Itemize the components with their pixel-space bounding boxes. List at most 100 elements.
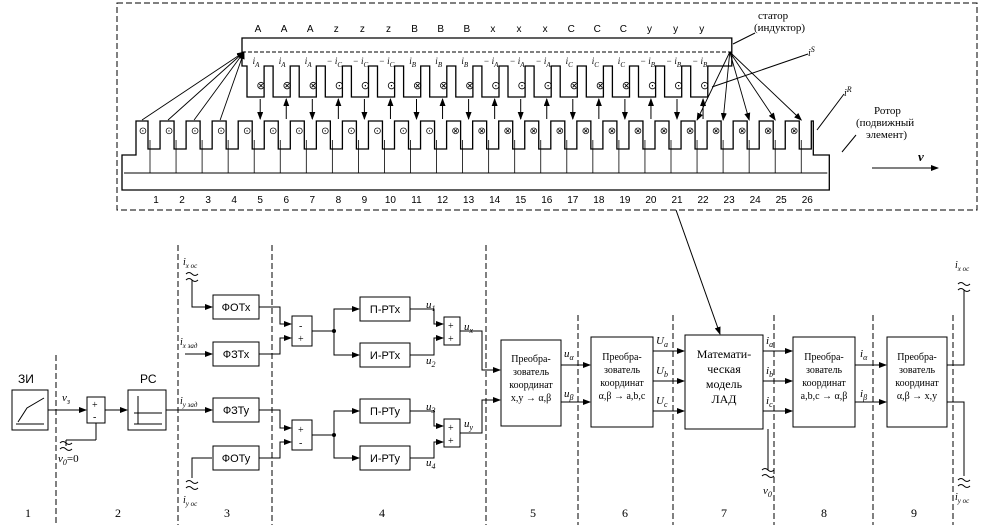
svg-text:Преобра-: Преобра-: [602, 352, 642, 363]
stator-conductor-mark: ⊙: [491, 80, 500, 92]
svg-text:4: 4: [379, 506, 385, 520]
svg-text:зователь: зователь: [899, 365, 935, 376]
fan-flux-arrow-right: [729, 51, 751, 121]
section-3: ix ос ФОТх ix зад ФЗТх ФЗТу ФОТу iy ос: [180, 257, 260, 508]
svg-text:Преобра-: Преобра-: [804, 352, 844, 363]
svg-text:iβ: iβ: [860, 388, 867, 402]
converter-ab-xy[interactable]: [886, 336, 948, 428]
rs-block[interactable]: [127, 389, 167, 431]
slot-number: 9: [362, 195, 368, 206]
slot-number: 24: [750, 195, 762, 206]
phase-letter: B: [411, 24, 418, 35]
stator-conductor-mark: ⊙: [700, 80, 709, 92]
slot-number: 11: [411, 195, 422, 206]
converter-xy-ab[interactable]: [500, 339, 562, 427]
rotor-conductor-mark: ⊙: [347, 126, 355, 137]
slot-number: 4: [231, 195, 237, 206]
vz-label: vз: [62, 392, 70, 406]
phase-letter: A: [307, 24, 314, 35]
stator-conductor-mark: ⊙: [335, 80, 344, 92]
svg-text:зователь: зователь: [513, 367, 549, 378]
fztx-block[interactable]: [212, 341, 260, 367]
fan-flux-arrow-left: [141, 51, 245, 121]
phase-letter: C: [568, 24, 575, 35]
iyos-right-label: iy ос: [955, 492, 970, 505]
svg-text:uβ: uβ: [564, 388, 574, 402]
svg-text:5: 5: [530, 506, 536, 520]
section-dividers: [55, 245, 954, 525]
rotor-conductor-mark: ⊙: [321, 126, 329, 137]
fan-flux-arrow-left: [167, 51, 245, 121]
slot-number: 15: [515, 195, 527, 206]
slot-number: 3: [205, 195, 211, 206]
section-4: - + П-РТх И-РТх u1 u2 + + ux + - П-РТу И…: [259, 296, 501, 471]
svg-text:α,β → a,b,c: α,β → a,b,c: [599, 391, 646, 402]
stator-current-label: iB: [461, 56, 469, 69]
stator-current-label: iA: [305, 56, 313, 69]
slot-number: 26: [802, 195, 814, 206]
rotor-conductor-mark: ⊗: [477, 126, 485, 137]
rotor-conductor-mark: ⊙: [295, 126, 303, 137]
svg-text:И-РТх: И-РТх: [370, 350, 401, 362]
fzty-block[interactable]: [212, 397, 260, 423]
rotor-conductor-mark: ⊙: [425, 126, 433, 137]
rotor-conductor-mark: ⊙: [191, 126, 199, 137]
svg-text:-: -: [299, 321, 302, 332]
section-6: Преобра- зователь координат α,β → a,b,c …: [590, 335, 685, 428]
stator-current-label: − iB: [666, 56, 682, 69]
svg-text:iα: iα: [860, 348, 868, 362]
phase-letter: x: [490, 24, 495, 35]
stator-current-label: iC: [592, 56, 600, 69]
svg-text:Преобра-: Преобра-: [897, 352, 937, 363]
converter-abc-ab[interactable]: [792, 336, 856, 428]
stator-core: [241, 37, 733, 98]
rotor-conductor-mark: ⊗: [764, 126, 772, 137]
slot-number: 14: [489, 195, 501, 206]
rotor-conductor-mark: ⊗: [790, 126, 798, 137]
stator-current-label: − iC: [353, 56, 369, 69]
stator-conductor-mark: ⊗: [309, 80, 318, 92]
svg-text:ФЗТх: ФЗТх: [223, 349, 250, 361]
slot-number: 16: [541, 195, 553, 206]
section-7: Математи- ческая модель ЛАД ia ib ic v0: [684, 334, 793, 499]
stator-current-label: − iC: [379, 56, 395, 69]
ir-leader: [816, 93, 845, 131]
phase-letter: z: [360, 24, 365, 35]
svg-text:ib: ib: [766, 365, 773, 379]
svg-text:-: -: [299, 438, 302, 449]
svg-text:1: 1: [25, 506, 31, 520]
phase-letter: y: [673, 24, 678, 35]
is-label: iS: [808, 45, 815, 59]
slot-number: 1: [153, 195, 159, 206]
rotor-conductor-mark: ⊗: [660, 126, 668, 137]
stator-current-label: − iA: [536, 56, 552, 69]
slot-number: 10: [385, 195, 397, 206]
phase-letter: z: [386, 24, 391, 35]
slot-number: 8: [336, 195, 342, 206]
section-5: Преобра- зователь координат x,y → α,β uα…: [500, 339, 591, 427]
ixos-right-label: ix ос: [955, 260, 970, 273]
rotor-label-1: Ротор: [874, 105, 901, 117]
stator-current-label: − iB: [692, 56, 708, 69]
section-1-2: ЗИ vз + - v0=0 РС iy зад: [11, 372, 213, 467]
converter-ab-abc[interactable]: [590, 336, 654, 428]
motor-model-block[interactable]: [684, 334, 764, 430]
svg-text:П-РТх: П-РТх: [370, 304, 401, 316]
svg-text:a,b,c → α,β: a,b,c → α,β: [801, 391, 848, 402]
rotor-conductor-mark: ⊙: [139, 126, 147, 137]
rotor-conductor-mark: ⊗: [738, 126, 746, 137]
svg-text:ческая: ческая: [707, 362, 741, 376]
rotor-conductor-mark: ⊙: [399, 126, 407, 137]
phase-letter: C: [620, 24, 627, 35]
irtx-block[interactable]: [359, 342, 411, 368]
stator-current-label: − iC: [327, 56, 343, 69]
rotor-conductor-mark: ⊙: [373, 126, 381, 137]
svg-text:ФОТу: ФОТу: [222, 453, 251, 465]
slot-number: 7: [310, 195, 316, 206]
stator-conductor-mark: ⊗: [596, 80, 605, 92]
svg-text:α,β → x,y: α,β → x,y: [897, 391, 937, 402]
velocity-label: v: [918, 149, 924, 164]
svg-text:зователь: зователь: [604, 365, 640, 376]
stator-label-2: (индуктор): [754, 22, 805, 34]
slot-number: 6: [283, 195, 289, 206]
